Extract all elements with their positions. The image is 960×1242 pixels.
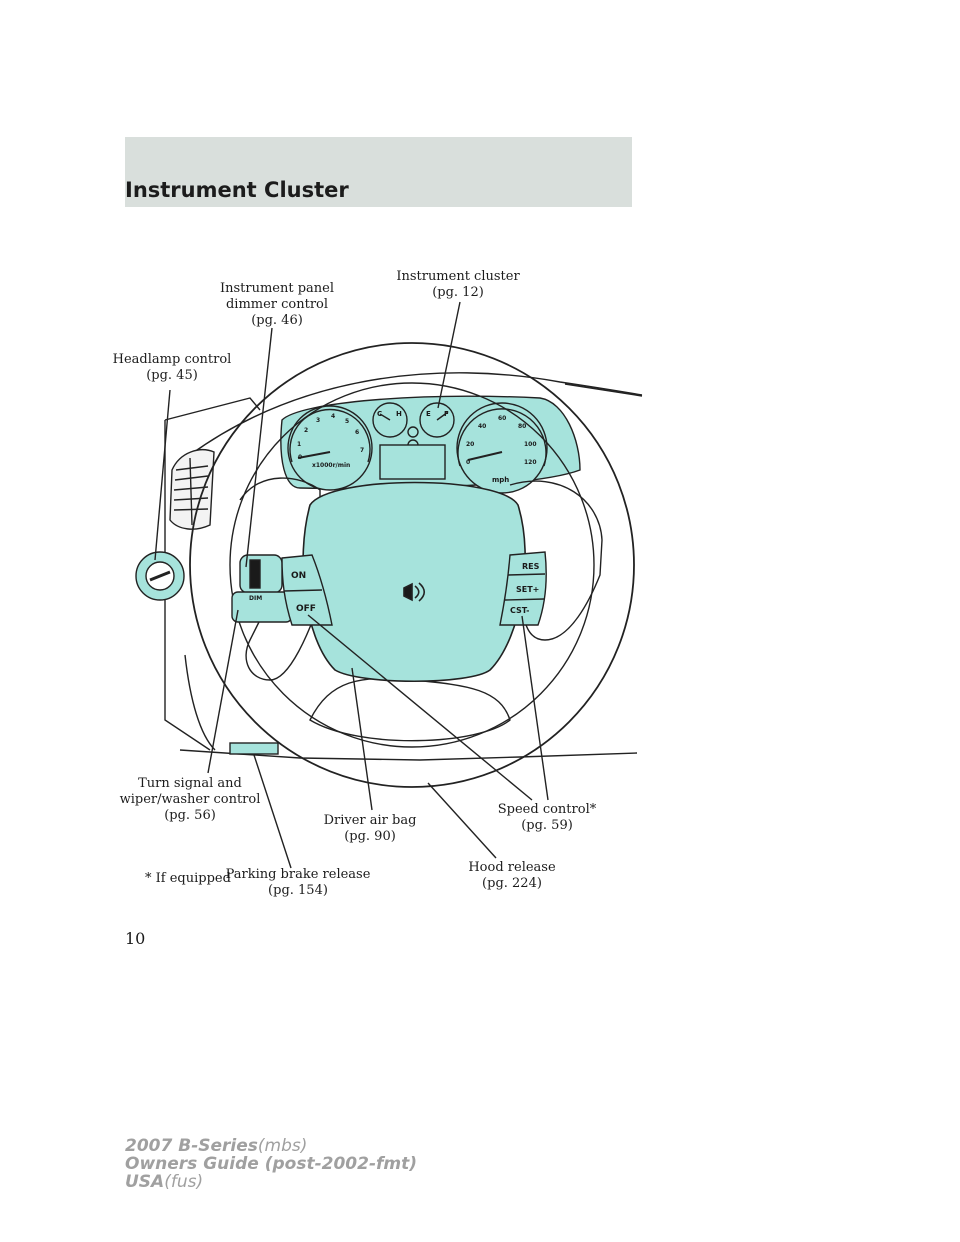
fuel-gauge <box>419 402 455 438</box>
tach-tick-1: 1 <box>297 441 301 448</box>
cruise-set-label: SET+ <box>516 585 539 594</box>
callout-parking-text: Parking brake release <box>225 867 371 882</box>
footer-model: 2007 B-Series <box>125 1136 258 1156</box>
speed-tick-40: 40 <box>478 423 486 430</box>
callout-instrument-cluster: Instrument cluster (pg. 12) <box>396 269 519 301</box>
dash-lower-left <box>184 654 216 751</box>
section-title: Instrument Cluster <box>125 178 349 202</box>
leader-speed-a <box>307 614 533 801</box>
callout-speed-control: Speed control* (pg. 59) <box>498 802 596 834</box>
fuel-f-label: F <box>444 410 449 418</box>
leader-speed-b <box>521 615 549 801</box>
leader-turn-signal <box>207 609 239 774</box>
cruise-off-label: OFF <box>296 604 316 614</box>
callout-hood-page: (pg. 224) <box>482 876 542 891</box>
steering-wheel-rim-outer <box>189 342 635 788</box>
bottom-spoke <box>309 677 511 742</box>
callout-headlamp-text: Headlamp control <box>112 352 232 367</box>
callout-headlamp-control: Headlamp control (pg. 45) <box>113 352 232 384</box>
document-footer: 2007 B-Series(mbs) Owners Guide (post-20… <box>125 1137 417 1191</box>
fuel-e-label: E <box>426 410 431 418</box>
leader-dimmer <box>245 327 273 568</box>
dash-bottom-line <box>179 749 638 761</box>
tach-tick-4: 4 <box>331 413 335 420</box>
callout-dimmer-control: Instrument panel dimmer control (pg. 46) <box>220 281 334 329</box>
parking-brake-release <box>229 742 279 755</box>
footer-guide: Owners Guide (post-2002-fmt) <box>125 1154 418 1174</box>
header-band <box>125 137 632 207</box>
footer-line-2: Owners Guide (post-2002-fmt) <box>125 1155 417 1173</box>
air-vent-icon <box>169 449 215 530</box>
speed-tick-60: 60 <box>498 415 506 422</box>
callout-turn-line2: wiper/washer control <box>119 792 261 807</box>
cruise-res-label: RES <box>522 562 540 571</box>
callout-hood-text: Hood release <box>468 860 556 875</box>
footer-market: USA <box>125 1172 165 1192</box>
cruise-set-pad <box>499 551 547 626</box>
temp-c-label: C <box>377 410 382 418</box>
callout-dimmer-page: (pg. 46) <box>251 313 303 328</box>
dash-left-panel <box>164 420 211 751</box>
tachometer-gauge <box>287 405 373 491</box>
leader-parking <box>253 754 292 869</box>
speed-tick-0: 0 <box>466 459 470 466</box>
tach-tick-0: 0 <box>298 454 302 461</box>
leader-air-bag <box>351 667 373 811</box>
speed-tick-80: 80 <box>518 423 526 430</box>
page-number: 10 <box>125 929 146 948</box>
callout-speed-text: Speed control* <box>497 802 597 817</box>
callout-hood-release: Hood release (pg. 224) <box>468 860 555 892</box>
speed-tick-120: 120 <box>524 459 537 466</box>
leader-headlamp <box>154 389 171 561</box>
speed-tick-100: 100 <box>524 441 537 448</box>
tach-tick-2: 2 <box>304 427 308 434</box>
cruise-on-label: ON <box>291 571 306 581</box>
horn-icon <box>403 582 426 602</box>
callout-driver-air-bag: Driver air bag (pg. 90) <box>324 813 417 845</box>
footer-line-3: USA(fus) <box>125 1173 417 1191</box>
callout-turn-signal: Turn signal and wiper/washer control (pg… <box>120 776 261 824</box>
callout-dimmer-line2: dimmer control <box>225 297 329 312</box>
callout-turn-page: (pg. 56) <box>164 808 216 823</box>
callout-speed-page: (pg. 59) <box>521 818 573 833</box>
callout-parking-brake: Parking brake release (pg. 154) <box>226 867 371 899</box>
tach-tick-5: 5 <box>345 418 349 425</box>
dash-top-line <box>189 372 643 456</box>
left-spoke <box>239 477 321 681</box>
footnote-if-equipped: * If equipped <box>145 871 231 886</box>
callout-turn-line1: Turn signal and <box>138 776 242 791</box>
speed-unit-label: mph <box>492 476 509 484</box>
callout-cluster-page: (pg. 12) <box>432 285 484 300</box>
callout-dimmer-line1: Instrument panel <box>219 281 335 296</box>
callout-airbag-page: (pg. 90) <box>344 829 396 844</box>
callout-parking-page: (pg. 154) <box>268 883 328 898</box>
speedometer-gauge <box>456 402 548 494</box>
footer-model-code: (mbs) <box>257 1136 308 1156</box>
driver-air-bag <box>302 481 526 682</box>
tach-tick-7: 7 <box>360 447 364 454</box>
leader-hood <box>427 782 497 859</box>
dash-right-line <box>564 383 643 397</box>
tach-tick-3: 3 <box>316 417 320 424</box>
temp-h-label: H <box>396 410 402 418</box>
callout-headlamp-page: (pg. 45) <box>146 368 198 383</box>
steering-wheel-rim-inner <box>229 382 595 748</box>
footer-line-1: 2007 B-Series(mbs) <box>125 1137 417 1155</box>
leader-cluster <box>437 301 461 409</box>
callout-airbag-text: Driver air bag <box>323 813 417 828</box>
tach-unit-label: x1000r/min <box>312 462 350 469</box>
cruise-cst-label: CST- <box>510 606 529 615</box>
speed-tick-20: 20 <box>466 441 474 448</box>
tach-tick-6: 6 <box>355 429 359 436</box>
footer-market-code: (fus) <box>164 1172 204 1192</box>
headlamp-knob-icon <box>135 551 185 601</box>
center-button-left <box>407 426 419 438</box>
center-display <box>379 444 446 480</box>
callout-cluster-text: Instrument cluster <box>396 269 520 284</box>
dimmer-dim-label: DIM <box>249 595 262 602</box>
temp-gauge <box>372 402 408 438</box>
